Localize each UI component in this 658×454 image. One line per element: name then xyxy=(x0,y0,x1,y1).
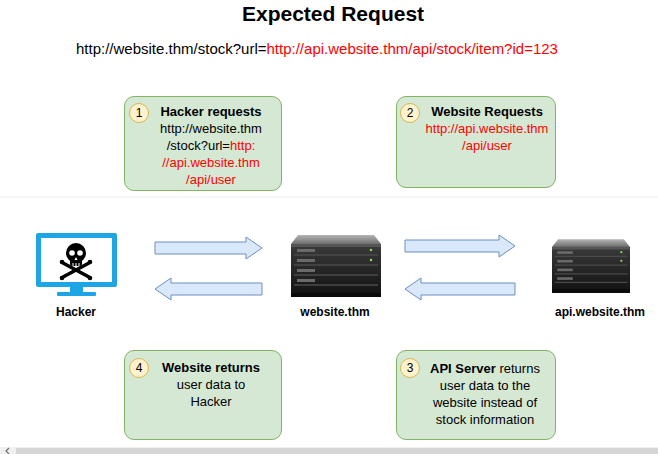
flow-arrow xyxy=(155,237,262,259)
bone-knob xyxy=(60,260,65,265)
step-heading: Website returns xyxy=(162,360,260,375)
skull-jaw xyxy=(70,258,82,266)
skull-tooth xyxy=(76,263,77,266)
host-label: Hacker xyxy=(28,305,124,320)
text-row: http://api.website.thm /api/user xyxy=(421,120,553,154)
hacker-monitor-icon xyxy=(36,233,117,296)
step-box: Hacker requestshttp://website.thm /stock… xyxy=(124,96,282,191)
website-server-node: website.thm xyxy=(285,228,385,323)
callout-number: 4 xyxy=(129,358,149,378)
step-box: Website returns user data to Hacker 4 xyxy=(124,350,282,440)
text-row: http://website.thm /stock?url=http: //ap… xyxy=(151,120,271,188)
host-label: website.thm xyxy=(285,305,385,320)
bone-knob xyxy=(88,260,93,265)
step-heading: API Server xyxy=(430,361,496,376)
step-heading: Website Requests xyxy=(431,104,543,119)
url-text: http://api.website.thm/api/stock/item?id… xyxy=(267,40,558,57)
skull-eye xyxy=(69,250,75,256)
text-row: Website returns xyxy=(159,359,263,376)
text-row: user data to Hacker xyxy=(159,376,263,410)
callout-number-text: 4 xyxy=(136,361,143,375)
step-box: Website Requests http://api.website.thm /… xyxy=(396,96,556,188)
diagram-title: Expected Request xyxy=(242,1,424,27)
bone-knob xyxy=(88,276,93,281)
flow-arrow xyxy=(405,278,515,300)
step-heading: Hacker requests xyxy=(160,104,261,119)
step-text: Website Requests http://api.website.thm /… xyxy=(421,103,553,154)
api-server-node: api.website.thm xyxy=(550,228,650,323)
hacker-node: Hacker xyxy=(28,228,124,323)
skull-eye xyxy=(77,250,83,256)
callout-number-text: 1 xyxy=(136,106,143,120)
separator-line xyxy=(0,197,658,198)
step-box: API Serverreturns user data to the websi… xyxy=(396,350,556,440)
flow-arrow xyxy=(155,278,262,300)
callout-number-text: 2 xyxy=(407,106,414,120)
step-text: API Serverreturns user data to the websi… xyxy=(421,360,549,428)
callout-number: 1 xyxy=(129,103,149,123)
monitor-neck xyxy=(70,287,83,292)
host-label: api.website.thm xyxy=(550,305,650,320)
callout-number-text: 3 xyxy=(407,361,414,375)
step-body: user data to Hacker xyxy=(177,377,246,409)
bone-knob xyxy=(60,276,65,281)
skull-tooth xyxy=(79,263,80,266)
api-server-icon xyxy=(552,239,630,293)
flow-arrow xyxy=(405,235,515,257)
step-body: http://api.website.thm /api/user xyxy=(426,121,549,153)
url-text: http://website.thm/stock?url= xyxy=(76,40,267,57)
scrollbar-track xyxy=(0,447,658,454)
scroll-chevron xyxy=(6,448,9,454)
skull-nose xyxy=(75,257,78,260)
callout-number: 2 xyxy=(400,103,420,123)
expected-request-url: http://website.thm/stock?url=http://api.… xyxy=(76,40,558,58)
monitor-base xyxy=(57,292,96,296)
skull-tooth xyxy=(73,263,74,266)
step-text: Website returns user data to Hacker xyxy=(159,359,263,410)
step-text: Hacker requestshttp://website.thm /stock… xyxy=(151,103,271,188)
skull xyxy=(66,243,86,263)
text-row: API Serverreturns user data to the websi… xyxy=(421,360,549,428)
monitor-frame xyxy=(36,233,117,287)
text-row: Hacker requests xyxy=(151,103,271,120)
crossbone xyxy=(63,263,89,277)
scrollbar-thumb xyxy=(16,448,658,454)
monitor-screen xyxy=(41,238,112,282)
callout-number: 3 xyxy=(400,358,420,378)
crossbone xyxy=(63,263,89,277)
text-row: Website Requests xyxy=(421,103,553,120)
website-server-icon xyxy=(291,235,381,297)
